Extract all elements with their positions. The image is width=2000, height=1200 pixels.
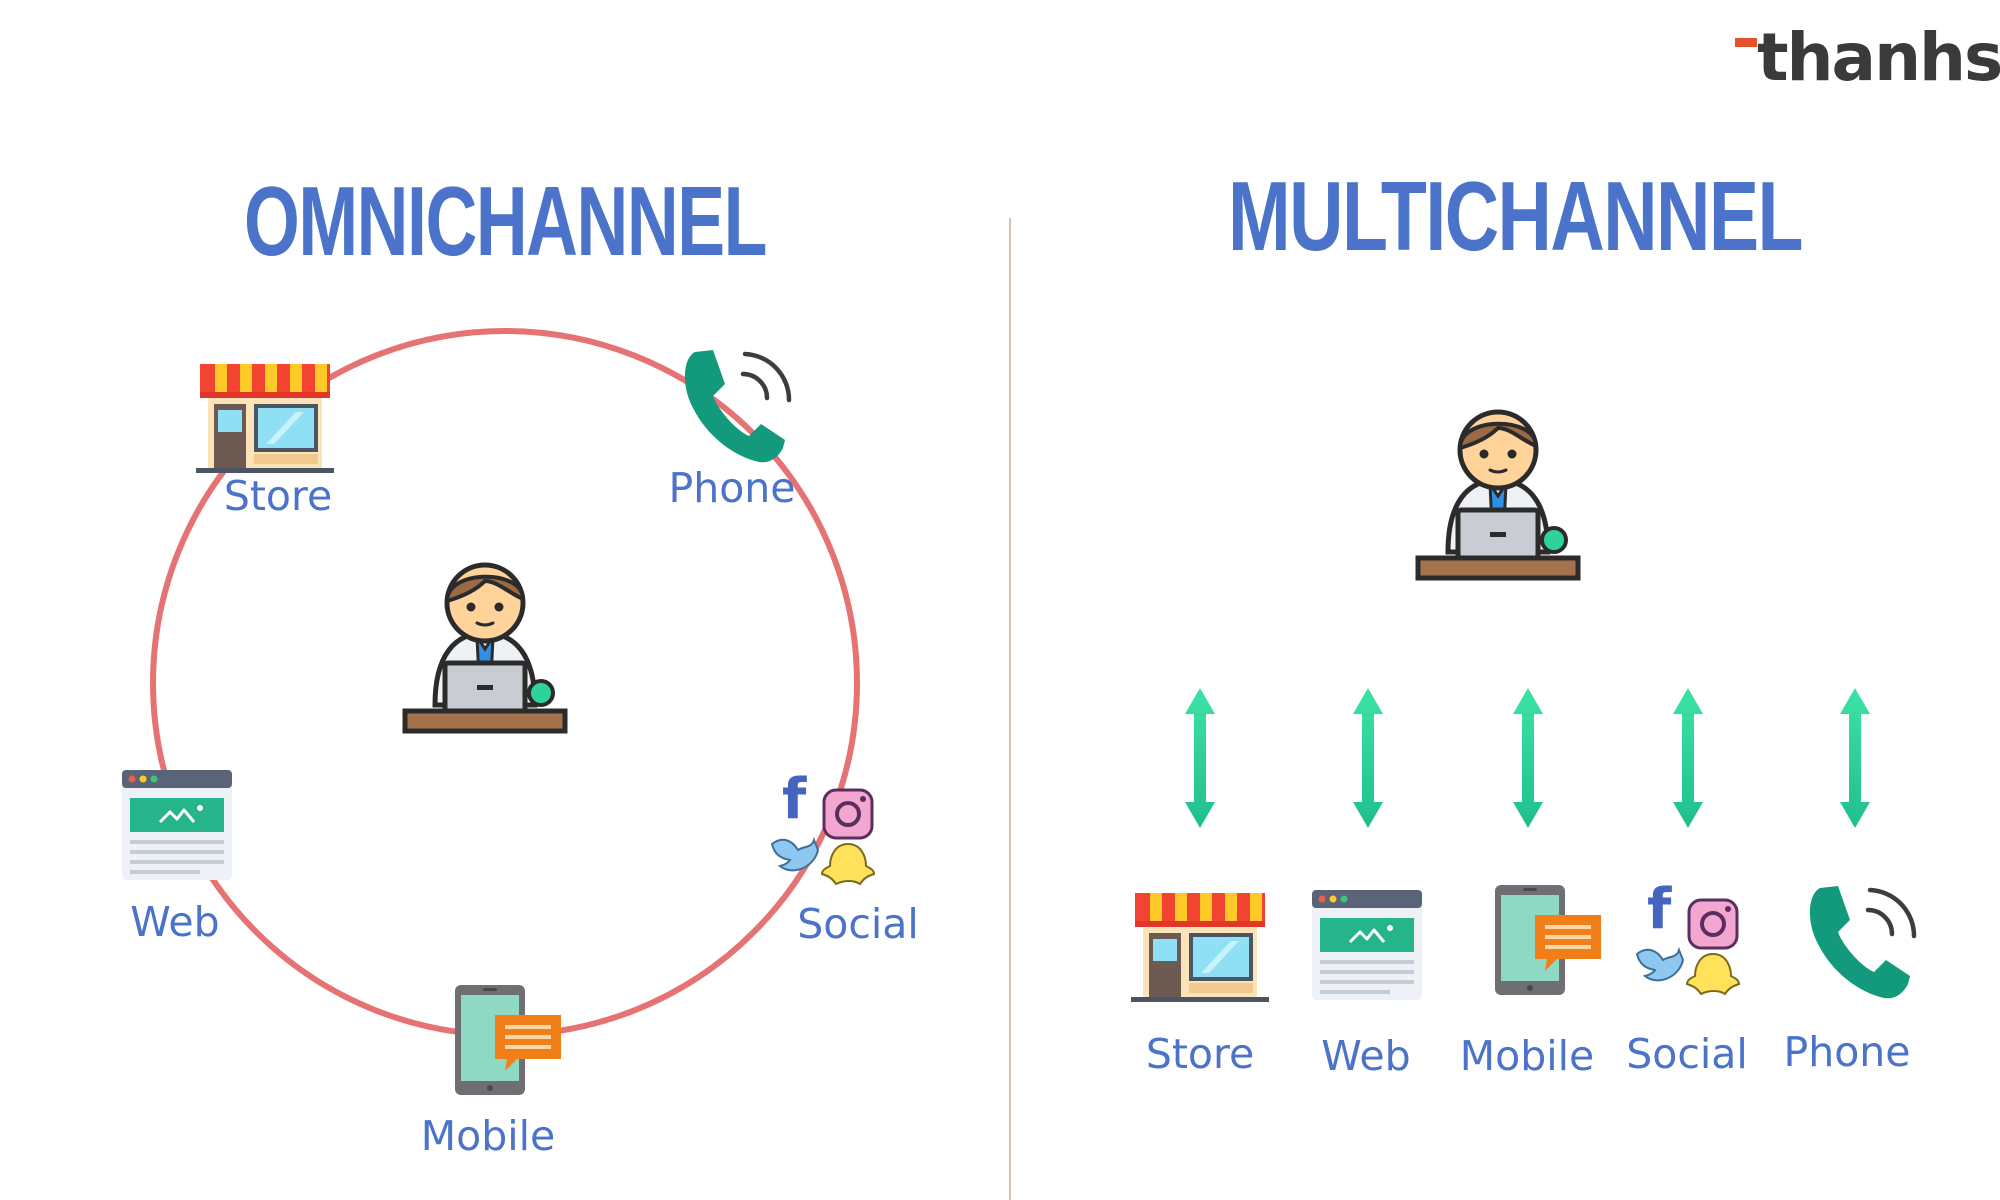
- multi-channel-social: Social: [1626, 875, 1748, 1078]
- omnichannel-section: OMNICHANNEL Store Phone Social Mobile We…: [120, 166, 919, 1160]
- multi-channel-web: Web: [1310, 888, 1424, 1080]
- multi-channel-store: Store: [1131, 893, 1269, 1078]
- channel-label: Social: [797, 900, 919, 948]
- store-icon: [1131, 893, 1269, 1002]
- mobile-icon: [1495, 885, 1601, 995]
- multi-channel-phone: Phone: [1783, 886, 1914, 1076]
- double-arrow-icon: [1353, 688, 1383, 828]
- multichannel-title: MULTICHANNEL: [1228, 161, 1802, 271]
- social-icon: [770, 765, 876, 886]
- thanhs-logo: thanhs: [1735, 19, 2000, 96]
- store-icon: [196, 364, 334, 473]
- channel-label: Web: [1321, 1032, 1410, 1080]
- omni-channel-phone: Phone: [668, 350, 796, 512]
- double-arrow-icon: [1185, 688, 1215, 828]
- channel-label: Mobile: [1460, 1032, 1595, 1080]
- phone-icon: [685, 350, 789, 462]
- double-arrow-icon: [1840, 688, 1870, 828]
- channel-label: Store: [224, 472, 332, 520]
- omni-channel-web: Web: [120, 768, 234, 946]
- social-icon: [1635, 875, 1741, 996]
- double-arrow-icon: [1673, 688, 1703, 828]
- agent-at-laptop-icon: [405, 565, 565, 731]
- channel-label: Mobile: [421, 1112, 556, 1160]
- phone-icon: [1810, 886, 1914, 998]
- omnichannel-title: OMNICHANNEL: [244, 166, 766, 276]
- channel-label: Web: [130, 898, 219, 946]
- channel-label: Phone: [1783, 1028, 1910, 1076]
- agent-at-laptop-icon: [1418, 412, 1578, 578]
- omni-channel-store: Store: [196, 364, 334, 520]
- web-icon: [120, 768, 234, 882]
- channel-label: Phone: [668, 464, 795, 512]
- omni-channel-mobile: Mobile: [421, 985, 561, 1160]
- multichannel-section: MULTICHANNEL Store Web Mobile Social: [1131, 161, 1914, 1080]
- channel-label: Social: [1626, 1030, 1748, 1078]
- logo-text: thanhs: [1757, 19, 2000, 96]
- multi-channel-mobile: Mobile: [1460, 885, 1601, 1080]
- double-arrow-icon: [1513, 688, 1543, 828]
- web-icon: [1310, 888, 1424, 1002]
- channel-label: Store: [1146, 1030, 1254, 1078]
- logo-accent-dash: [1735, 38, 1757, 47]
- omni-channel-social: Social: [770, 765, 919, 948]
- mobile-icon: [455, 985, 561, 1095]
